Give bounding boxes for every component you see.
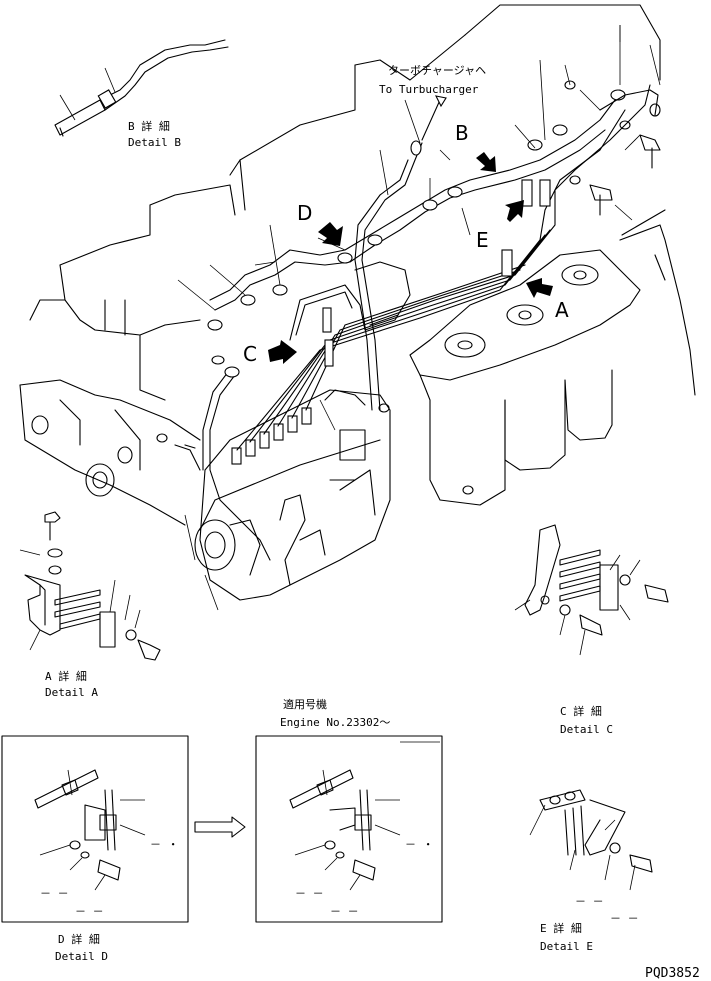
detail-c-title-en: Detail C — [560, 723, 613, 736]
fuel-filter-assembly — [409, 209, 696, 506]
e-mark-1: － － — [575, 895, 604, 908]
arrow-a — [526, 278, 553, 298]
serial-label-jp: 適用号機 — [283, 697, 327, 711]
d-old-mark-2: － － — [75, 905, 104, 918]
labels: ターボチャージャヘ To Turbucharger D C B E A B 詳 … — [40, 64, 700, 981]
turbo-callout-arrow — [421, 95, 447, 141]
d-old-mark-1: － － — [40, 887, 69, 900]
turbo-label-en: To Turbucharger — [379, 83, 479, 96]
d-new-mark-3: － ・ — [405, 838, 434, 851]
detail-d-box-new — [255, 735, 443, 923]
leader-lines — [177, 25, 661, 611]
view-arrows — [268, 152, 553, 364]
return-lines — [202, 89, 659, 561]
view-letter-d: D — [297, 201, 312, 225]
injection-pipes — [236, 84, 651, 451]
d-old-mark-3: － ・ — [150, 838, 179, 851]
view-letter-e: E — [476, 228, 489, 252]
detail-d-title-en: Detail D — [55, 950, 108, 963]
arrow-e — [505, 200, 524, 222]
d-new-mark-1: － － — [295, 887, 324, 900]
arrow-d — [318, 222, 343, 246]
drawing-code: PQD3852 — [645, 966, 700, 981]
view-letter-a: A — [555, 298, 569, 322]
engine-head-covers — [29, 4, 661, 401]
detail-b-title-jp: B 詳 細 — [128, 119, 170, 133]
detail-e-title-en: Detail E — [540, 940, 593, 953]
d-new-mark-2: － － — [330, 905, 359, 918]
view-letter-c: C — [243, 342, 257, 366]
detail-d-title-jp: D 詳 細 — [58, 932, 100, 946]
arrow-b — [476, 152, 496, 172]
detail-a-title-en: Detail A — [45, 686, 98, 699]
serial-label-en: Engine No.23302～ — [280, 716, 390, 729]
detail-c-title-jp: C 詳 細 — [560, 704, 602, 718]
main-bolts — [156, 80, 661, 471]
transition-arrow — [194, 816, 246, 838]
view-letter-b: B — [455, 121, 469, 145]
detail-b-drawing — [54, 39, 229, 137]
turbo-label-jp: ターボチャージャヘ — [388, 64, 486, 77]
detail-a-title-jp: A 詳 細 — [45, 669, 87, 683]
detail-b-title-en: Detail B — [128, 136, 181, 149]
detail-e-drawing — [529, 789, 653, 891]
injection-pump — [194, 389, 391, 601]
detail-d-box-old — [1, 735, 189, 923]
arrow-c — [268, 340, 297, 364]
detail-e-title-jp: E 詳 細 — [540, 921, 582, 935]
detail-a-drawing — [19, 511, 161, 661]
detail-c-drawing — [514, 524, 669, 656]
exhaust-manifold — [19, 379, 201, 526]
e-mark-2: － － — [610, 912, 639, 925]
